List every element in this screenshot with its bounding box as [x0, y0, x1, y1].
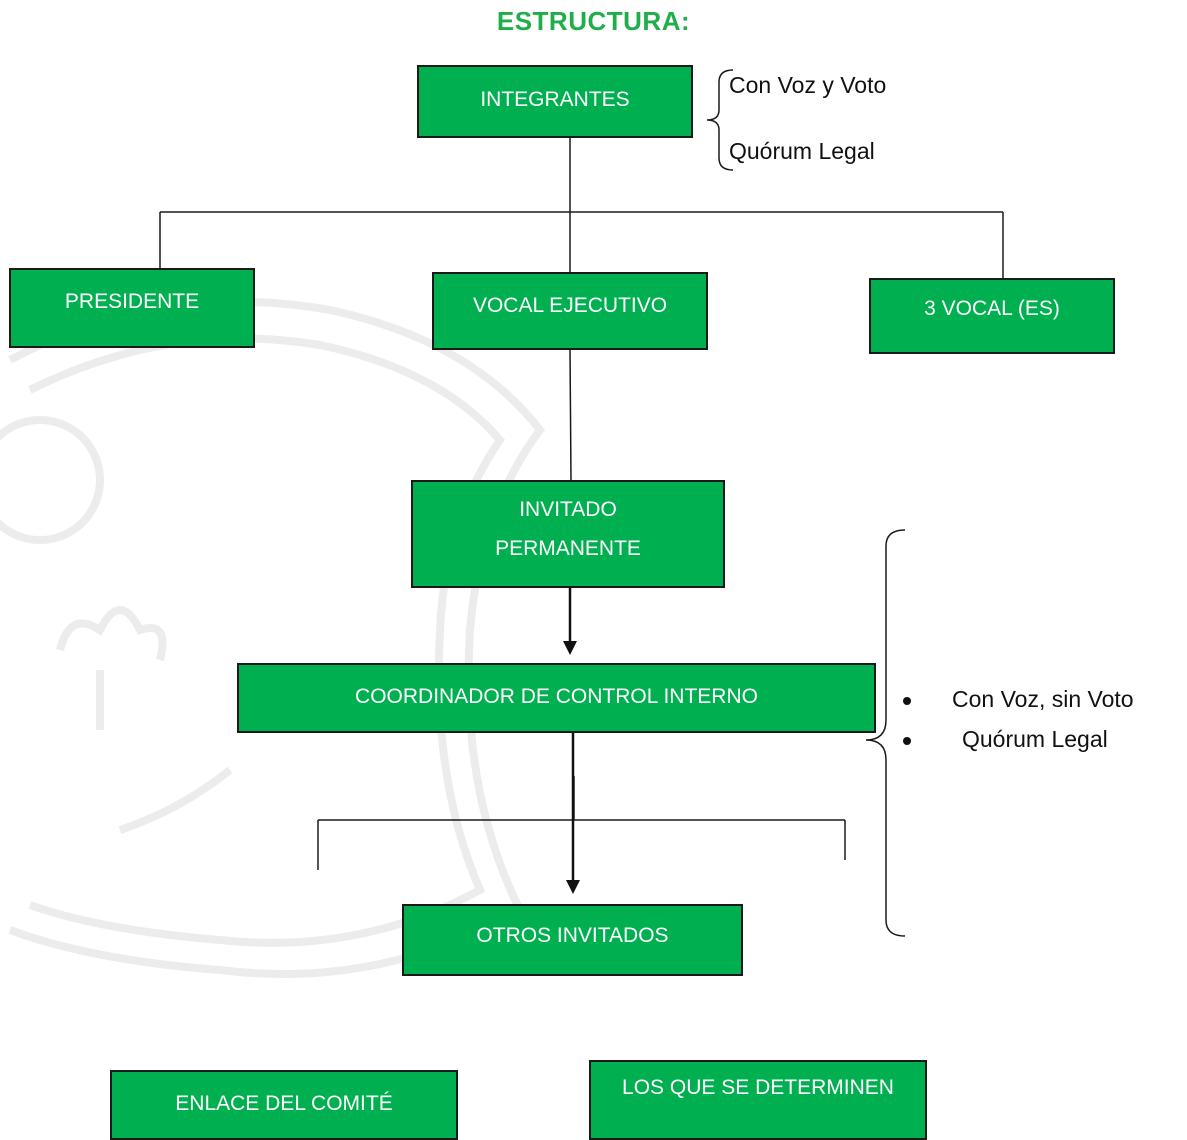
invitado-permanente-line2: PERMANENTE [495, 537, 641, 560]
presidente-box: PRESIDENTE [9, 268, 255, 348]
integrantes-note-quorum: Quórum Legal [729, 138, 875, 164]
bullet-dot-2 [903, 737, 911, 745]
enlace-comite-label: ENLACE DEL COMITÉ [175, 1092, 393, 1115]
vocal-ejecutivo-box: VOCAL EJECUTIVO [432, 272, 708, 350]
los-que-se-determinen-label: LOS QUE SE DETERMINEN [622, 1076, 894, 1099]
invitados-note-voz-sin-voto: Con Voz, sin Voto [952, 686, 1134, 712]
integrantes-label: INTEGRANTES [480, 88, 630, 111]
bullet-dot-1 [903, 697, 911, 705]
vocales-label: 3 VOCAL (ES) [924, 297, 1060, 320]
vocales-box: 3 VOCAL (ES) [869, 278, 1115, 354]
invitado-permanente-box: INVITADO PERMANENTE [411, 480, 725, 588]
coordinador-box: COORDINADOR DE CONTROL INTERNO [237, 663, 876, 733]
integrantes-box: INTEGRANTES [417, 65, 693, 138]
presidente-label: PRESIDENTE [64, 290, 200, 313]
invitado-permanente-line1: INVITADO [519, 498, 617, 521]
otros-invitados-label: OTROS INVITADOS [476, 924, 669, 947]
los-que-se-determinen-box: LOS QUE SE DETERMINEN [589, 1060, 927, 1140]
page-title: ESTRUCTURA: [496, 6, 691, 36]
seal-watermark-icon [0, 297, 546, 978]
enlace-comite-box: ENLACE DEL COMITÉ [110, 1070, 458, 1140]
otros-invitados-box: OTROS INVITADOS [402, 904, 743, 976]
integrantes-note-voz-voto: Con Voz y Voto [729, 72, 887, 98]
invitados-note-quorum: Quórum Legal [962, 726, 1108, 752]
vocal-ejecutivo-label: VOCAL EJECUTIVO [472, 294, 668, 317]
coordinador-label: COORDINADOR DE CONTROL INTERNO [355, 685, 758, 708]
